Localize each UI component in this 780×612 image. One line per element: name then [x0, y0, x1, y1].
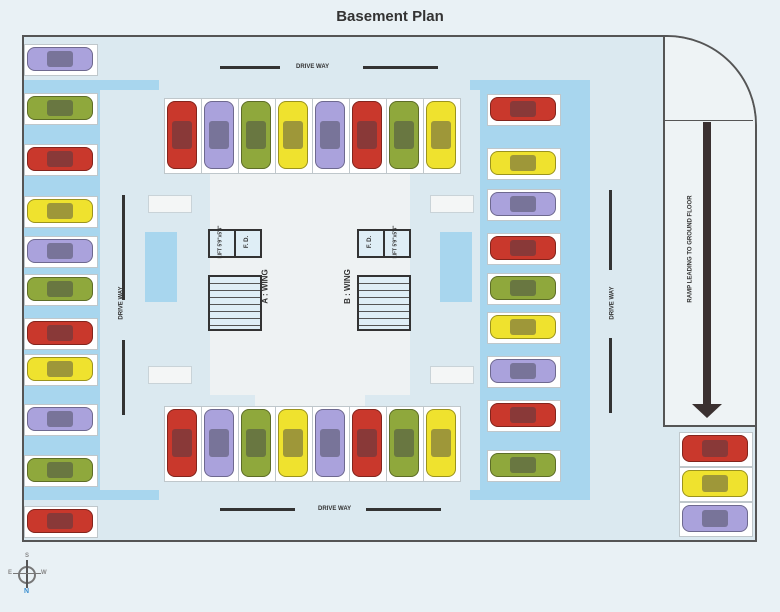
- blue-block-left: [145, 232, 177, 302]
- compass-n: N: [24, 588, 30, 595]
- car-icon-red: [27, 509, 93, 533]
- car-icon-purple: [490, 359, 556, 383]
- driveway-label-left: DRIVE WAY: [118, 286, 125, 320]
- compass: S E W N: [8, 553, 50, 606]
- ramp-line: [663, 120, 753, 121]
- arrow-up-icon: [609, 190, 612, 270]
- car-icon-green: [490, 276, 556, 300]
- compass-needle-icon: [26, 560, 28, 588]
- central-core-2: [255, 160, 365, 410]
- pillar: [148, 195, 192, 213]
- car-icon-yellow: [426, 101, 456, 169]
- arrow-down-icon: [122, 340, 125, 415]
- ramp-arrow-icon: [703, 122, 711, 407]
- pillar: [148, 366, 192, 384]
- compass-w: W: [41, 570, 47, 576]
- arrow-down-icon: [609, 338, 612, 413]
- car-icon-yellow: [27, 199, 93, 223]
- car-icon-red: [682, 435, 748, 462]
- car-icon-red: [27, 321, 93, 345]
- car-icon-red: [352, 409, 382, 477]
- fd-a: F. D.: [234, 229, 262, 258]
- car-icon-purple: [315, 409, 345, 477]
- compass-e: E: [8, 570, 13, 576]
- lift-a: LIFT 5'9"x5'4": [208, 225, 236, 259]
- fd-b: F. D.: [357, 229, 385, 258]
- car-icon-yellow: [490, 151, 556, 175]
- arrow-right-icon: [366, 508, 441, 511]
- car-icon-red: [167, 409, 197, 477]
- blue-block-right: [440, 232, 472, 302]
- car-icon-purple: [204, 101, 234, 169]
- staircase-b: [357, 275, 411, 331]
- car-icon-red: [490, 236, 556, 260]
- car-icon-yellow: [278, 409, 308, 477]
- car-icon-green: [27, 458, 93, 482]
- lift-b: LIFT 5'9"x5'4": [383, 225, 411, 259]
- driveway-label-right: DRIVE WAY: [609, 286, 616, 320]
- car-icon-green: [490, 453, 556, 477]
- car-icon-green: [241, 101, 271, 169]
- arrow-right-icon: [363, 66, 438, 69]
- car-icon-purple: [27, 239, 93, 263]
- fd-label: F. D.: [244, 235, 251, 249]
- car-icon-green: [389, 409, 419, 477]
- compass-s: S: [25, 553, 30, 559]
- ramp-label: RAMP LEADING TO GROUND FLOOR: [687, 195, 694, 303]
- arrow-up-icon: [122, 195, 125, 300]
- car-icon-purple: [27, 47, 93, 71]
- page-title: Basement Plan: [336, 8, 444, 25]
- ramp-arrowhead-icon: [692, 404, 722, 418]
- arrow-left-icon: [220, 66, 280, 69]
- car-icon-red: [352, 101, 382, 169]
- car-icon-red: [490, 403, 556, 427]
- driveway-label-bottom: DRIVE WAY: [318, 506, 352, 512]
- car-icon-yellow: [426, 409, 456, 477]
- car-icon-red: [27, 147, 93, 171]
- car-icon-yellow: [490, 315, 556, 339]
- car-icon-yellow: [682, 470, 748, 497]
- car-icon-purple: [682, 505, 748, 532]
- staircase-a: [208, 275, 262, 331]
- car-icon-green: [27, 96, 93, 120]
- wing-a-label: A : WING: [260, 269, 270, 304]
- car-icon-purple: [490, 192, 556, 216]
- lift-label: LIFT 5'9"x5'4": [392, 225, 399, 259]
- car-icon-green: [241, 409, 271, 477]
- car-icon-yellow: [278, 101, 308, 169]
- car-icon-green: [27, 277, 93, 301]
- pillar: [430, 366, 474, 384]
- car-icon-yellow: [27, 357, 93, 381]
- compass-cross: [13, 573, 41, 574]
- pillar: [430, 195, 474, 213]
- arrow-left-icon: [220, 508, 295, 511]
- car-icon-red: [490, 97, 556, 121]
- car-icon-purple: [315, 101, 345, 169]
- car-icon-purple: [204, 409, 234, 477]
- wing-b-label: B : WING: [342, 269, 352, 304]
- driveway-label-top: DRIVE WAY: [296, 64, 330, 70]
- car-icon-green: [389, 101, 419, 169]
- car-icon-red: [167, 101, 197, 169]
- fd-label: F. D.: [367, 235, 374, 249]
- car-icon-purple: [27, 407, 93, 431]
- lift-label: LIFT 5'9"x5'4": [217, 225, 224, 259]
